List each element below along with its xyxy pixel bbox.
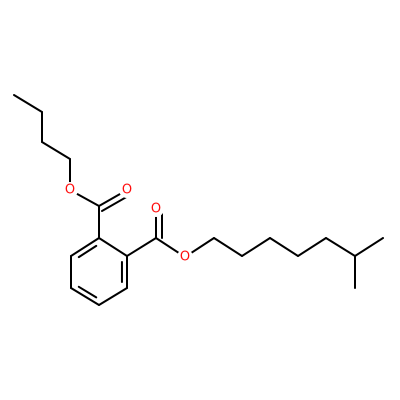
atom-bg-o-ester-left — [62, 182, 78, 198]
bond-r3-r4 — [98, 287, 128, 306]
ring-double-3 — [77, 244, 98, 259]
atom-bg-o-carbonyl-right — [148, 201, 164, 217]
atom-bg-o-carbonyl-left — [119, 182, 135, 198]
atom-o-carbonyl-right: O — [151, 202, 161, 217]
atom-o-ester-right: O — [180, 250, 190, 265]
atom-o-ester-left: O — [65, 183, 75, 198]
bond-b1-b2 — [13, 94, 43, 113]
bond-r2-cR — [126, 237, 157, 257]
bond-c4-c5 — [297, 237, 327, 257]
ring-double-2 — [77, 285, 98, 299]
atom-o-carbonyl-left: O — [122, 183, 132, 198]
bond-c5-c6 — [325, 237, 356, 257]
bond-c6-c7 — [354, 237, 384, 257]
bond-layer — [13, 94, 384, 306]
bond-c3-c4 — [269, 237, 299, 257]
bond-c2-c3 — [241, 237, 271, 257]
atom-layer: O O O O — [62, 182, 193, 265]
bond-r1-r2 — [98, 237, 128, 257]
bond-r4-r5 — [70, 287, 100, 306]
bond-r6-r1 — [70, 237, 100, 257]
bond-c1-c2 — [213, 237, 243, 257]
bond-b3-b4 — [41, 141, 71, 160]
atom-bg-o-ester-right — [177, 249, 193, 265]
